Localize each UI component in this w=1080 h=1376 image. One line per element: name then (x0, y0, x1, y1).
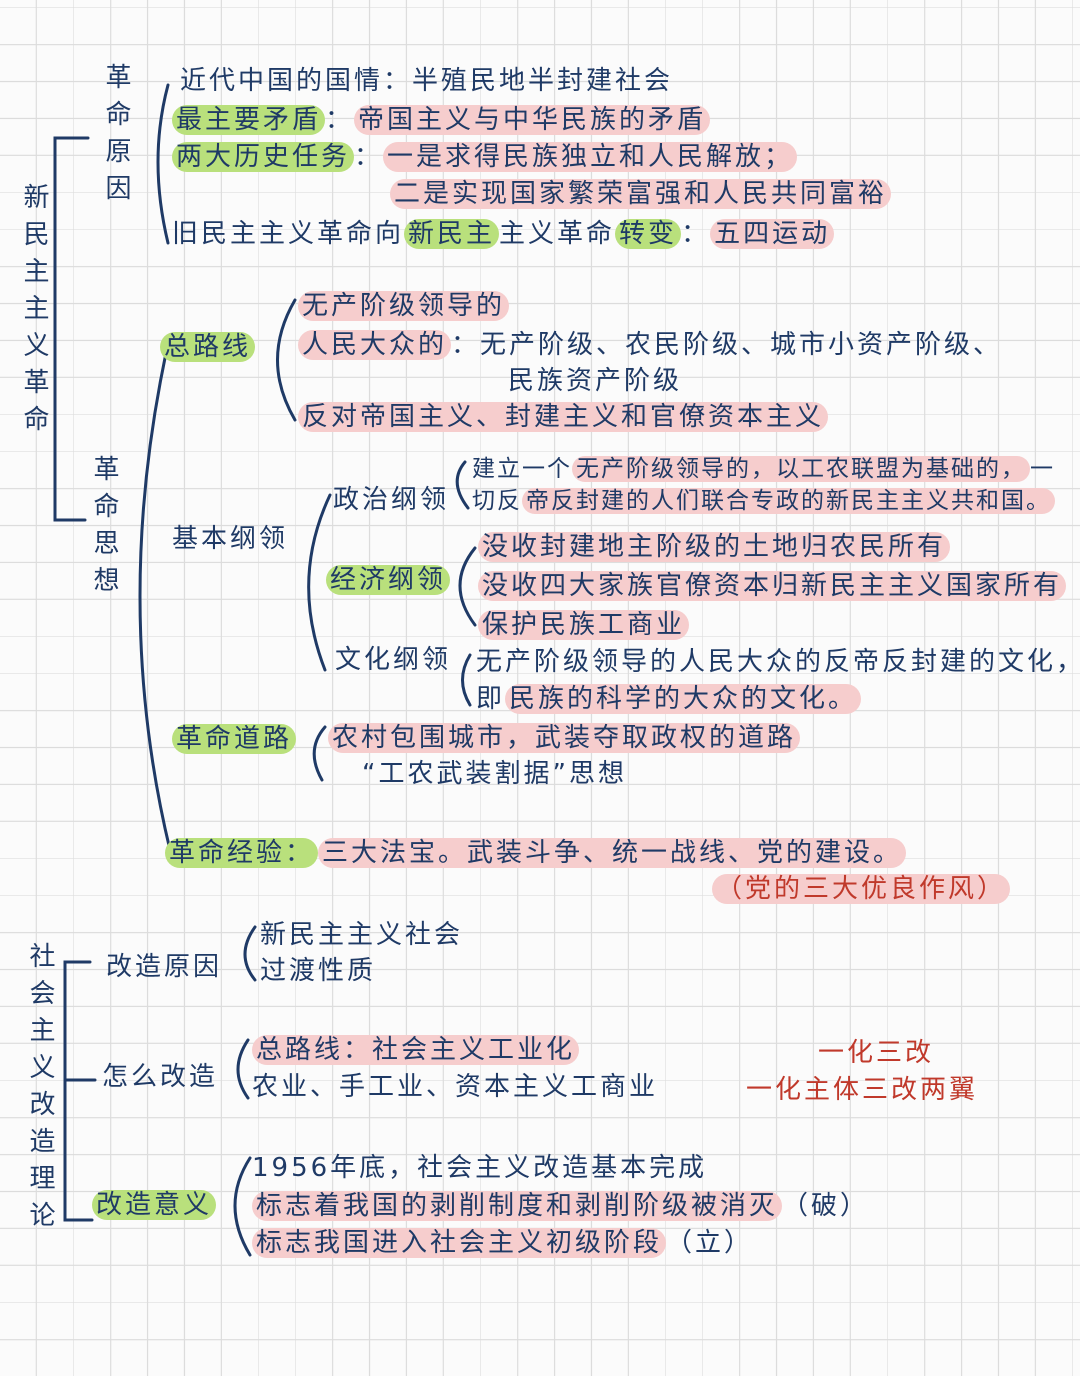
note-line: 建立一个无产阶级领导的，以工农联盟为基础的，一 (472, 452, 1055, 486)
highlighted-text: 无产阶级领导的 (298, 291, 510, 321)
section2-title: 社会主义改造理论 (25, 942, 55, 1238)
experience-label: 革命经验： (165, 838, 319, 868)
road-label: 革命道路 (172, 724, 297, 754)
highlighted-text: 农村包围城市，武装夺取政权的道路 (328, 723, 801, 753)
how-label: 怎么改造 (102, 1062, 219, 1092)
section1-title: 新民主主义革命 (19, 183, 49, 442)
note-text: 1956年底，社会主义改造基本完成 (252, 1153, 708, 1183)
note-text: 农业、手工业、资本主义工商业 (252, 1072, 659, 1102)
economic-label: 经济纲领 (326, 565, 451, 595)
note-line: 标志着我国的剥削制度和剥削阶级被消灭（破） (252, 1189, 869, 1223)
political-label: 政治纲领 (333, 485, 450, 515)
note-line: 近代中国的国情：半殖民地半封建社会 (180, 64, 673, 98)
note-line: 旧民主主义革命向新民主主义革命转变：五四运动 (172, 217, 835, 251)
highlighted-text: 民族的科学的大众的文化。 (505, 684, 862, 714)
note-line: 反对帝国主义、封建主义和官僚资本主义 (298, 400, 829, 434)
highlighted-text: 转变 (615, 219, 682, 249)
note-text: （立） (666, 1228, 754, 1258)
bracket-reason (243, 925, 257, 982)
cause-label: 革命原因 (101, 63, 131, 211)
highlighted-text: 保护民族工商业 (478, 610, 690, 640)
note-line: 标志我国进入社会主义初级阶段（立） (252, 1226, 753, 1260)
bracket-how (236, 1038, 250, 1100)
bracket-cultural (461, 653, 472, 707)
highlighted-text: 三大法宝。武装斗争、统一战线、党的建设。 (318, 838, 907, 868)
highlighted-text: 最主要矛盾 (172, 105, 326, 135)
note-text: ： (325, 105, 355, 135)
bracket-political (455, 460, 470, 510)
highlighted-text: （党的三大优良作风） (712, 874, 1011, 904)
note-line: 无产阶级领导的 (298, 289, 510, 323)
note-line: 无产阶级领导的人民大众的反帝反封建的文化， (476, 645, 1080, 679)
note-line: 农村包围城市，武装夺取政权的道路 (328, 721, 801, 755)
bracket-cause (156, 83, 170, 245)
bracket-thought (138, 333, 172, 852)
highlighted-text: 五四运动 (710, 219, 835, 249)
note-2: 一化主体三改两翼 (746, 1075, 979, 1105)
note-1: 一化三改 (818, 1038, 935, 1068)
note-line: 1956年底，社会主义改造基本完成 (252, 1151, 707, 1185)
note-line: 总路线：社会主义工业化 (252, 1033, 580, 1067)
note-line: 二是实现国家繁荣富强和人民共同富裕 (390, 177, 892, 211)
note-line: “工农武装割据”思想 (362, 757, 627, 791)
bracket-road (312, 725, 327, 782)
highlighted-text: 一是求得民族独立和人民解放； (383, 142, 798, 172)
note-line: 农业、手工业、资本主义工商业 (252, 1070, 658, 1104)
note-text: 主义革命 (499, 219, 616, 249)
note-text: 新民主主义社会 (260, 920, 464, 950)
note-text: 切反 (472, 488, 522, 514)
note-line: 过渡性质 (260, 954, 376, 988)
highlighted-text: 没收封建地主阶级的土地归农民所有 (478, 532, 951, 562)
bracket-economic (458, 546, 477, 627)
general-line-label: 总路线 (160, 332, 256, 362)
bracket-section1 (53, 136, 90, 522)
note-text: 近代中国的国情：半殖民地半封建社会 (180, 66, 674, 96)
bracket-general (276, 298, 297, 422)
highlighted-text: 新民主 (404, 219, 500, 249)
note-text: 即 (476, 684, 506, 714)
highlighted-text: 总路线：社会主义工业化 (252, 1035, 580, 1065)
note-line: 没收四大家族官僚资本归新民主主义国家所有 (478, 569, 1067, 603)
note-line: 民族资产阶级 (508, 364, 682, 398)
note-text: 一 (1030, 456, 1055, 482)
note-text: ： (354, 142, 384, 172)
note-text: （破） (782, 1191, 870, 1221)
program-label: 基本纲领 (172, 524, 289, 554)
note-line: 没收封建地主阶级的土地归农民所有 (478, 530, 951, 564)
bracket-meaning (233, 1156, 252, 1257)
note-text: ：无产阶级、农民阶级、城市小资产阶级、 (451, 330, 1003, 360)
meaning-label: 改造意义 (92, 1190, 217, 1220)
thought-label: 革命思想 (89, 455, 119, 603)
note-line: 切反帝反封建的人们联合专政的新民主主义共和国。 (472, 484, 1055, 518)
highlighted-text: 帝反封建的人们联合专政的新民主主义共和国。 (522, 488, 1055, 514)
highlighted-text: 两大历史任务 (172, 142, 355, 172)
note-line: 人民大众的：无产阶级、农民阶级、城市小资产阶级、 (298, 328, 1002, 362)
note-text: “工农武装割据”思想 (362, 759, 627, 789)
note-line: 新民主主义社会 (260, 918, 463, 952)
note-text: 无产阶级领导的人民大众的反帝反封建的文化， (476, 647, 1080, 677)
highlighted-text: 无产阶级领导的，以工农联盟为基础的， (572, 456, 1030, 482)
highlighted-text: 没收四大家族官僚资本归新民主主义国家所有 (478, 571, 1067, 601)
bracket-program (307, 493, 332, 672)
note-line: 最主要矛盾：帝国主义与中华民族的矛盾 (172, 103, 711, 137)
note-line: 即民族的科学的大众的文化。 (476, 682, 862, 716)
note-line: （党的三大优良作风） (712, 872, 1011, 906)
note-line: 三大法宝。武装斗争、统一战线、党的建设。 (318, 836, 907, 870)
note-text: 建立一个 (472, 456, 572, 482)
highlighted-text: 帝国主义与中华民族的矛盾 (354, 105, 711, 135)
highlighted-text: 人民大众的 (298, 330, 452, 360)
cultural-label: 文化纲领 (335, 645, 452, 675)
highlighted-text: 标志我国进入社会主义初级阶段 (252, 1228, 667, 1258)
bracket-section2 (63, 960, 97, 1222)
note-line: 保护民族工商业 (478, 608, 690, 642)
note-text: 民族资产阶级 (508, 366, 683, 396)
reason-label: 改造原因 (106, 952, 223, 982)
note-line: 两大历史任务：一是求得民族独立和人民解放； (172, 140, 798, 174)
note-text: 过渡性质 (260, 956, 377, 986)
highlighted-text: 标志着我国的剥削制度和剥削阶级被消灭 (252, 1191, 783, 1221)
highlighted-text: 反对帝国主义、封建主义和官僚资本主义 (298, 402, 829, 432)
highlighted-text: 二是实现国家繁荣富强和人民共同富裕 (390, 179, 892, 209)
note-text: 旧民主主义革命向 (172, 219, 405, 249)
note-text: ： (681, 219, 711, 249)
